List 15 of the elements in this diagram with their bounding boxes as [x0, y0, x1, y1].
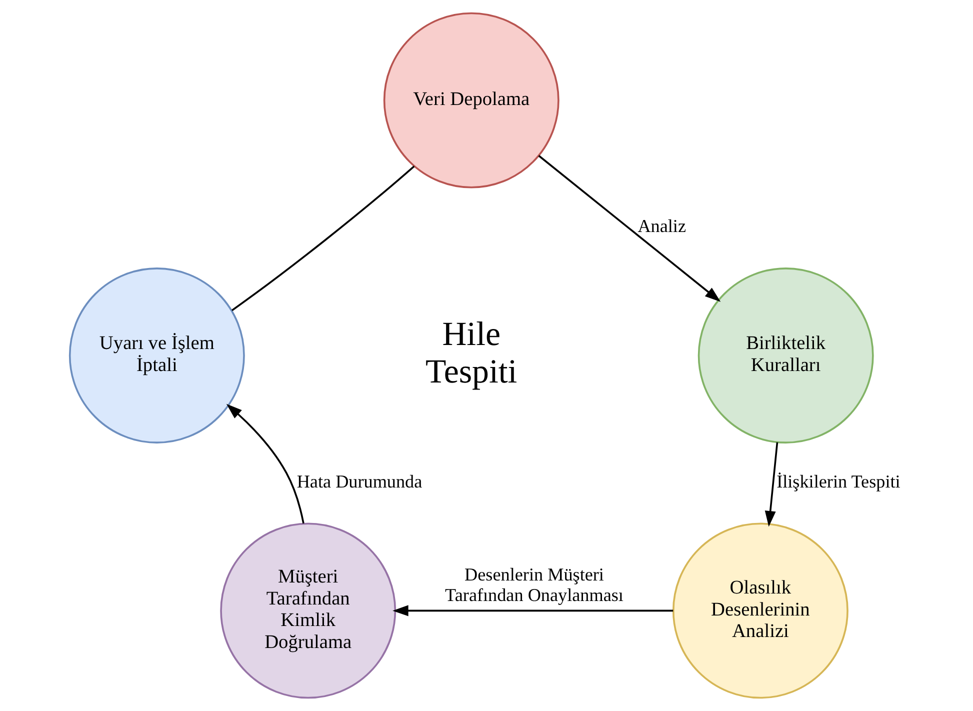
arrow: [764, 442, 778, 527]
arrow: [226, 404, 304, 524]
node-circle: Birliktelik Kuralları: [698, 268, 874, 444]
node-circle: Veri Depolama: [383, 12, 560, 188]
node-circle: Olasılık Desenlerinin Analizi: [672, 522, 848, 699]
arrow: [392, 605, 674, 616]
node-circle: Uyarı ve İşlem İptali: [68, 268, 245, 444]
edge-label: Hata Durumunda: [296, 471, 422, 492]
arrow: [538, 155, 721, 302]
label: Hile Tespiti: [426, 316, 518, 391]
connector: [232, 166, 415, 312]
edge-label: Desenlerin Müşteri Tarafından Onaylanması: [445, 564, 624, 606]
node-circle: Müşteri Tarafından Kimlik Doğrulama: [220, 522, 396, 699]
edge-label: İlişkilerin Tespiti: [776, 471, 900, 492]
edge-label: Analiz: [638, 216, 686, 236]
